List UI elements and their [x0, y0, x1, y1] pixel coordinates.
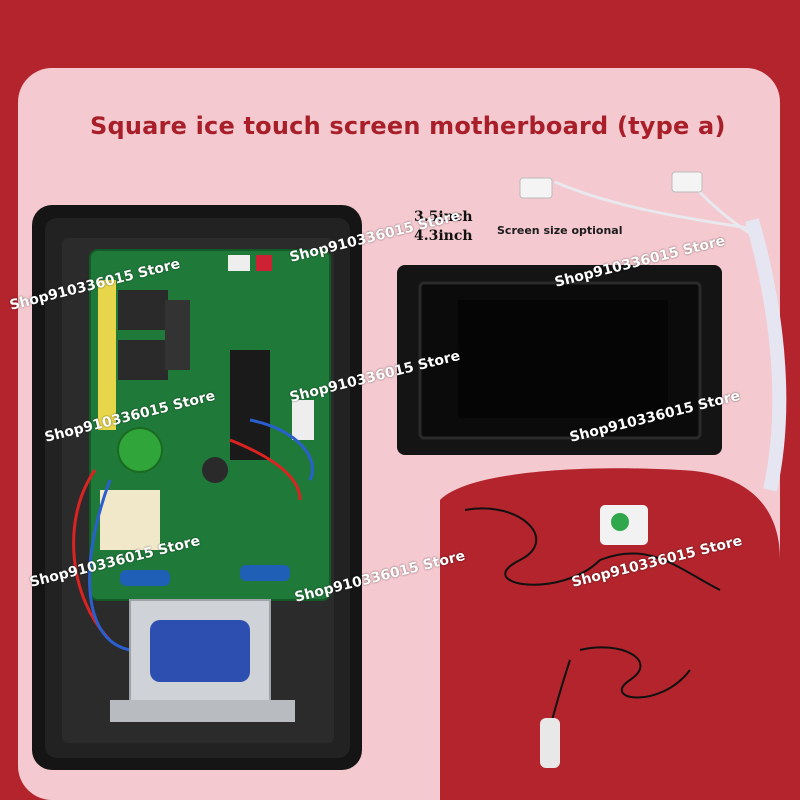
transformer: [110, 599, 295, 722]
sensor-inset: [440, 468, 780, 800]
ribbon-cable: [519, 171, 787, 492]
product-title: Square ice touch screen motherboard (typ…: [90, 112, 726, 140]
screen-size-option-b: 4.3inch: [414, 228, 473, 244]
screen-size-option-a: 3.5inch: [414, 209, 473, 225]
screen-size-note: Screen size optional: [497, 224, 623, 237]
board-wires: [72, 418, 314, 652]
motherboard-pcb: [89, 249, 331, 601]
touch-screen: [397, 265, 722, 455]
